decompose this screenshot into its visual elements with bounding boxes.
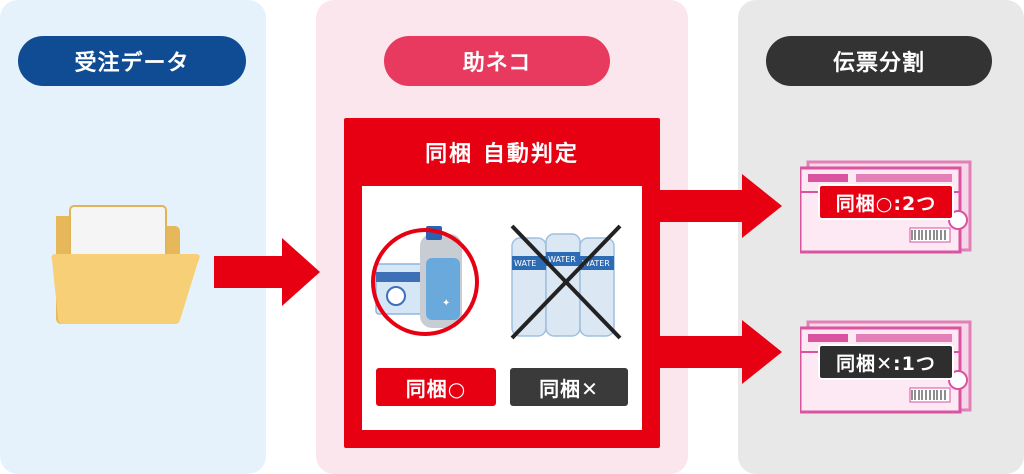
svg-text:WATER: WATER [548, 255, 576, 264]
bundle-ok-tag: 同梱○ [376, 368, 496, 406]
svg-text:WATE: WATE [514, 259, 536, 268]
sukeneko-title: 助ネコ [384, 36, 610, 86]
products-illustration: ✦ WATE WATER WATER [371, 224, 622, 340]
svg-text:WATER: WATER [582, 259, 610, 268]
slip-ng-label: 同梱✕:1つ [818, 344, 954, 380]
detergent-icon: ✦ [371, 226, 479, 336]
bundle-ng-tag: 同梱✕ [510, 368, 628, 406]
svg-text:✦: ✦ [442, 298, 450, 309]
water-bottles-icon: WATE WATER WATER [510, 224, 622, 340]
arrow-to-slip-ok-icon [658, 174, 782, 238]
slip-split-title: 伝票分割 [766, 36, 992, 86]
arrow-to-judge-icon [214, 238, 320, 306]
bundle-judge-box: 同梱 自動判定 ✦ WATE W [344, 118, 660, 448]
order-data-title: 受注データ [18, 36, 246, 86]
folder-icon [51, 205, 200, 324]
bundle-judge-content: ✦ WATE WATER WATER 同梱○ 同梱✕ [362, 186, 642, 430]
bundle-judge-title: 同梱 自動判定 [425, 142, 579, 167]
arrow-to-slip-ng-icon [658, 320, 782, 384]
slip-ok-label: 同梱○:2つ [818, 184, 954, 220]
